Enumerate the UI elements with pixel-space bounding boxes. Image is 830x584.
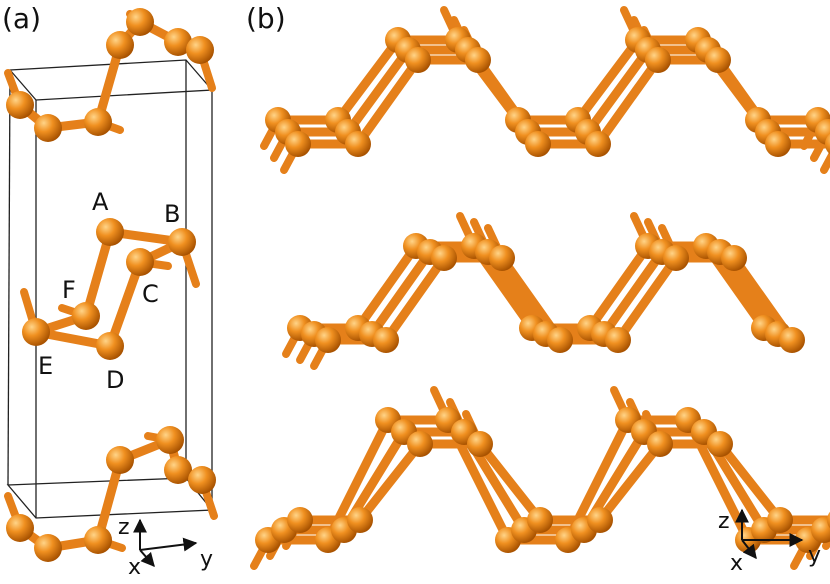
atom bbox=[827, 511, 830, 529]
atom bbox=[22, 318, 50, 346]
axes-b bbox=[735, 508, 804, 560]
atom bbox=[96, 218, 124, 246]
atom bbox=[811, 517, 830, 543]
bond bbox=[585, 241, 653, 333]
atom bbox=[779, 327, 805, 353]
bond bbox=[105, 257, 145, 351]
axes-a bbox=[133, 518, 198, 568]
atom bbox=[126, 8, 154, 36]
x-axis-arrow bbox=[741, 539, 757, 560]
atom bbox=[647, 431, 673, 457]
bond bbox=[573, 35, 643, 125]
atom-label-c: C bbox=[142, 280, 159, 308]
atom bbox=[527, 507, 553, 533]
atom bbox=[373, 327, 399, 353]
atom bbox=[721, 245, 747, 271]
bonds-layer bbox=[4, 6, 830, 570]
atom-label-e: E bbox=[38, 352, 54, 380]
atom bbox=[126, 248, 154, 276]
y-axis-arrow bbox=[139, 537, 198, 552]
atom bbox=[188, 466, 216, 494]
bond bbox=[381, 253, 449, 345]
atom bbox=[164, 28, 192, 56]
atom bbox=[465, 47, 491, 73]
bond bbox=[595, 439, 665, 525]
atom bbox=[285, 131, 311, 157]
atom bbox=[765, 131, 791, 157]
bond bbox=[355, 439, 425, 525]
atom bbox=[168, 228, 196, 256]
atom bbox=[663, 245, 689, 271]
atom-label-b: B bbox=[164, 200, 181, 228]
atom bbox=[407, 431, 433, 457]
panel-a-label: (a) bbox=[2, 2, 42, 35]
atom bbox=[347, 507, 373, 533]
unit-cell bbox=[6, 59, 214, 519]
bond bbox=[353, 241, 421, 333]
atom bbox=[34, 534, 62, 562]
atom-label-f: F bbox=[62, 276, 76, 304]
atom bbox=[6, 514, 34, 542]
atoms-layer bbox=[6, 8, 830, 562]
z-axis-label: z bbox=[718, 509, 730, 534]
atom bbox=[156, 426, 184, 454]
atom bbox=[767, 507, 793, 533]
bond bbox=[715, 439, 785, 525]
x-axis-label: x bbox=[730, 551, 743, 576]
atom bbox=[645, 47, 671, 73]
atom bbox=[825, 133, 830, 155]
bond bbox=[367, 247, 435, 339]
atom bbox=[489, 245, 515, 271]
atom bbox=[605, 327, 631, 353]
atom bbox=[585, 131, 611, 157]
atom bbox=[106, 31, 134, 59]
atom-label-d: D bbox=[106, 366, 125, 394]
atom bbox=[705, 47, 731, 73]
atom bbox=[405, 47, 431, 73]
bond bbox=[599, 247, 667, 339]
atom bbox=[72, 302, 100, 330]
y-axis-label: y bbox=[200, 547, 213, 572]
bond bbox=[333, 35, 403, 125]
atom bbox=[287, 507, 313, 533]
atom bbox=[707, 431, 733, 457]
atom bbox=[525, 131, 551, 157]
panel-b-label: (b) bbox=[246, 2, 286, 35]
atom bbox=[34, 114, 62, 142]
atom bbox=[587, 507, 613, 533]
bond bbox=[475, 439, 545, 525]
atom bbox=[547, 327, 573, 353]
atom bbox=[106, 446, 134, 474]
unit-cell-edge bbox=[7, 69, 11, 486]
z-axis-label: z bbox=[118, 515, 130, 540]
atom bbox=[315, 327, 341, 353]
bond bbox=[81, 227, 115, 321]
x-axis-label: x bbox=[128, 555, 141, 580]
atom bbox=[345, 131, 371, 157]
atom bbox=[84, 526, 112, 554]
bond bbox=[343, 45, 413, 137]
atom bbox=[164, 456, 192, 484]
atom bbox=[186, 36, 214, 64]
atom bbox=[467, 431, 493, 457]
bond bbox=[613, 253, 681, 345]
atom bbox=[84, 108, 112, 136]
atom bbox=[96, 332, 124, 360]
bond bbox=[353, 55, 423, 149]
bond bbox=[820, 150, 830, 174]
bond bbox=[583, 45, 653, 137]
atom bbox=[6, 91, 34, 119]
atom bbox=[431, 245, 457, 271]
y-axis-label: y bbox=[808, 543, 821, 568]
bond bbox=[593, 55, 663, 149]
x-axis-arrow bbox=[139, 549, 155, 568]
atom-label-a: A bbox=[92, 188, 109, 216]
